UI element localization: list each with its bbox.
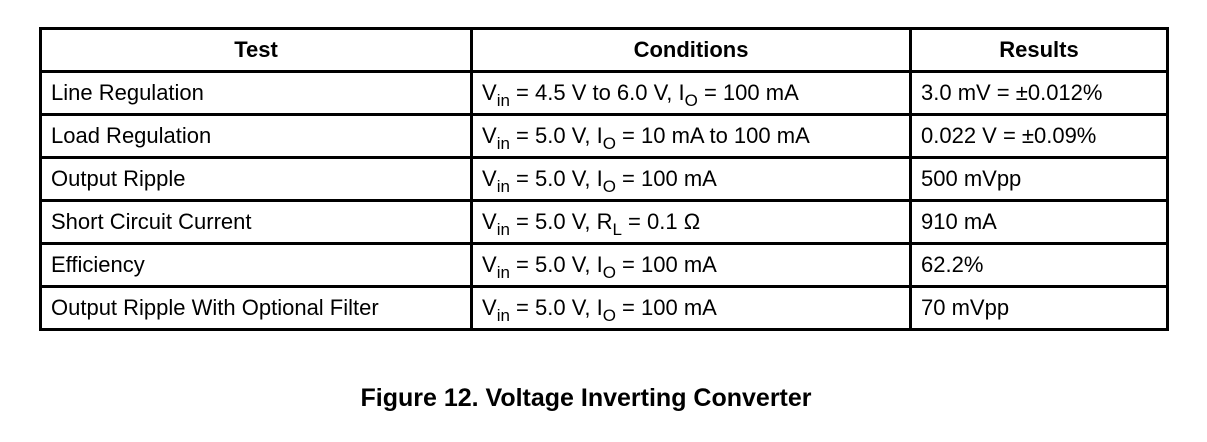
condition-subscript: in <box>496 134 510 153</box>
condition-text: = 5.0 V, R <box>509 209 613 234</box>
condition-subscript: in <box>496 91 510 110</box>
condition-subscript: O <box>602 134 616 153</box>
cell-result: 0.022 V = ±0.09% <box>909 113 1169 159</box>
cell-result: 70 mVpp <box>909 285 1169 331</box>
cell-conditions: Vin = 5.0 V, IO = 100 mA <box>470 156 912 202</box>
header-test: Test <box>39 27 473 73</box>
condition-text: = 100 mA <box>697 80 799 105</box>
condition-text: = 4.5 V to 6.0 V, I <box>509 80 685 105</box>
cell-test: Load Regulation <box>39 113 473 159</box>
condition-subscript: in <box>496 263 510 282</box>
condition-subscript: O <box>602 263 616 282</box>
condition-text: = 5.0 V, I <box>509 295 603 320</box>
header-conditions: Conditions <box>470 27 912 73</box>
cell-conditions: Vin = 5.0 V, IO = 100 mA <box>470 285 912 331</box>
condition-text: V <box>482 80 497 105</box>
condition-text: = 100 mA <box>615 252 717 277</box>
cell-test: Short Circuit Current <box>39 199 473 245</box>
cell-test: Output Ripple <box>39 156 473 202</box>
cell-test: Line Regulation <box>39 70 473 116</box>
condition-text: = 10 mA to 100 mA <box>615 123 810 148</box>
condition-text: = 100 mA <box>615 295 717 320</box>
cell-test: Efficiency <box>39 242 473 288</box>
condition-text: = 5.0 V, I <box>509 166 603 191</box>
header-results: Results <box>909 27 1169 73</box>
table-header-row: Test Conditions Results <box>39 27 1169 73</box>
cell-test: Output Ripple With Optional Filter <box>39 285 473 331</box>
cell-conditions: Vin = 5.0 V, IO = 10 mA to 100 mA <box>470 113 912 159</box>
condition-text: V <box>482 166 497 191</box>
condition-subscript: O <box>684 91 698 110</box>
figure-caption: Figure 12. Voltage Inverting Converter <box>360 384 812 412</box>
condition-subscript: in <box>496 177 510 196</box>
condition-subscript: in <box>496 306 510 325</box>
cell-result: 62.2% <box>909 242 1169 288</box>
condition-text: V <box>482 295 497 320</box>
condition-text: = 5.0 V, I <box>509 123 603 148</box>
condition-text: V <box>482 209 497 234</box>
cell-result: 500 mVpp <box>909 156 1169 202</box>
condition-text: V <box>482 252 497 277</box>
cell-conditions: Vin = 5.0 V, IO = 100 mA <box>470 242 912 288</box>
cell-conditions: Vin = 5.0 V, RL = 0.1 Ω <box>470 199 912 245</box>
condition-subscript: L <box>612 220 622 239</box>
condition-text: = 100 mA <box>615 166 717 191</box>
condition-subscript: O <box>602 177 616 196</box>
cell-conditions: Vin = 4.5 V to 6.0 V, IO = 100 mA <box>470 70 912 116</box>
condition-text: V <box>482 123 497 148</box>
condition-subscript: in <box>496 220 510 239</box>
cell-result: 3.0 mV = ±0.012% <box>909 70 1169 116</box>
condition-text: = 0.1 Ω <box>621 209 701 234</box>
cell-result: 910 mA <box>909 199 1169 245</box>
condition-text: = 5.0 V, I <box>509 252 603 277</box>
condition-subscript: O <box>602 306 616 325</box>
